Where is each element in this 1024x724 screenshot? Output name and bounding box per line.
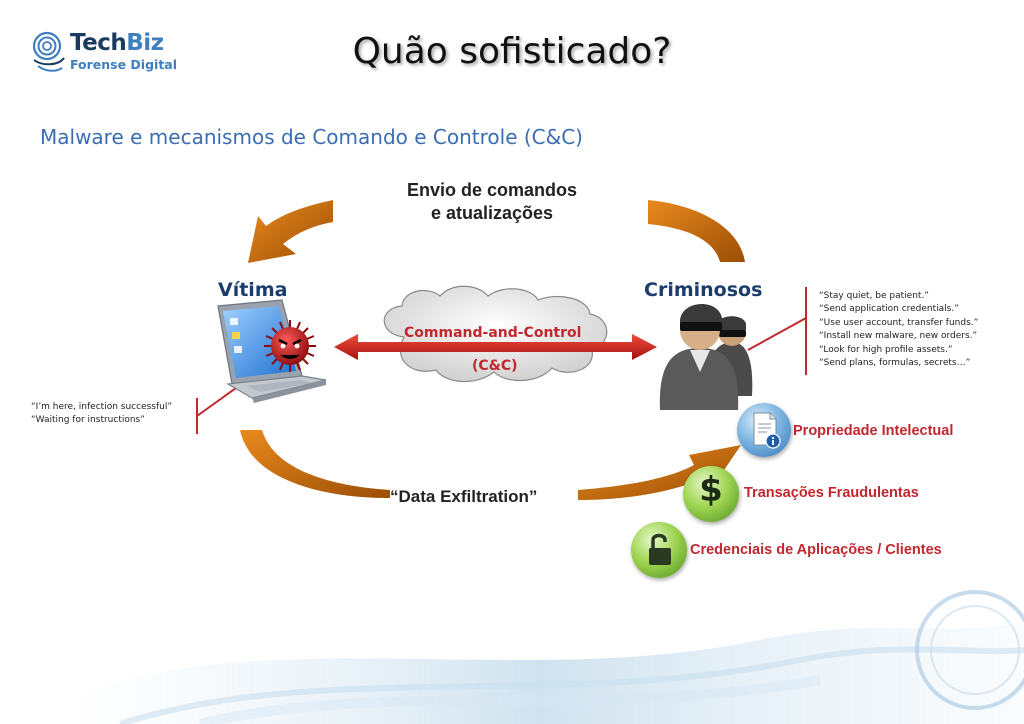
- logo-icon: [32, 31, 65, 72]
- commands-label-line1: Envio de comandos: [406, 180, 578, 200]
- company-logo: TechBiz Forense Digital: [28, 26, 177, 78]
- logo-wordmark-part1: Tech: [70, 30, 127, 56]
- slide-title: Quão sofisticado?: [352, 31, 672, 72]
- cloud-icon: [383, 285, 608, 383]
- asset-credentials: Credenciais de Aplicações / Clientes: [690, 542, 942, 558]
- victim-quote: “Waiting for instructions”: [31, 415, 145, 426]
- asset-fraudulent-transactions: Transações Fraudulentas: [744, 485, 919, 501]
- commands-arrow-left: [248, 200, 333, 263]
- commands-label: Envio de comandos e atualizações: [380, 179, 604, 225]
- criminals-label: Criminosos: [644, 279, 763, 301]
- dollar-icon: $: [683, 466, 739, 522]
- criminal-quote: “Send plans, formulas, secrets…”: [819, 358, 971, 369]
- victim-label: Vítima: [218, 279, 288, 301]
- virus-icon: [264, 320, 316, 372]
- criminal-quote: “Look for high profile assets.”: [819, 344, 953, 355]
- lock-icon: [631, 522, 687, 578]
- slide-subtitle: Malware e mecanismos de Comando e Contro…: [40, 125, 583, 149]
- criminals-callout-line: [747, 287, 807, 375]
- criminal-quote: “Send application credentials.”: [819, 304, 959, 315]
- dollar-glyph: $: [699, 470, 723, 510]
- commands-arrow-right: [648, 200, 745, 262]
- criminal-quote: “Use user account, transfer funds.”: [819, 317, 979, 328]
- laptop-icon: [217, 299, 327, 403]
- criminal-quote: “Install new malware, new orders.”: [819, 331, 978, 342]
- cc-double-arrow: [334, 334, 657, 360]
- asset-intellectual-property: Propriedade Intelectual: [793, 423, 954, 439]
- criminals-icon: [659, 303, 753, 410]
- logo-tagline: Forense Digital: [70, 57, 178, 72]
- victim-quotes: “I’m here, infection successful” “Waitin…: [31, 401, 172, 428]
- criminal-quote: “Stay quiet, be patient.”: [819, 291, 929, 301]
- background-wave: [60, 590, 1024, 724]
- logo-wordmark: TechBiz: [70, 30, 164, 56]
- commands-label-line2: e atualizações: [430, 203, 554, 223]
- exfiltration-label: “Data Exfiltration”: [390, 487, 538, 506]
- cc-label-line1: Command-and-Control: [404, 325, 582, 341]
- exfiltration-arrow-right: [578, 445, 741, 500]
- document-info-icon: [737, 403, 791, 457]
- criminal-quotes: “Stay quiet, be patient.” “Send applicat…: [819, 290, 978, 370]
- logo-wordmark-part2: Biz: [126, 30, 164, 56]
- victim-quote: “I’m here, infection successful”: [31, 402, 173, 412]
- cc-label-line2: (C&C): [472, 358, 518, 374]
- exfiltration-arrow-left: [240, 430, 390, 498]
